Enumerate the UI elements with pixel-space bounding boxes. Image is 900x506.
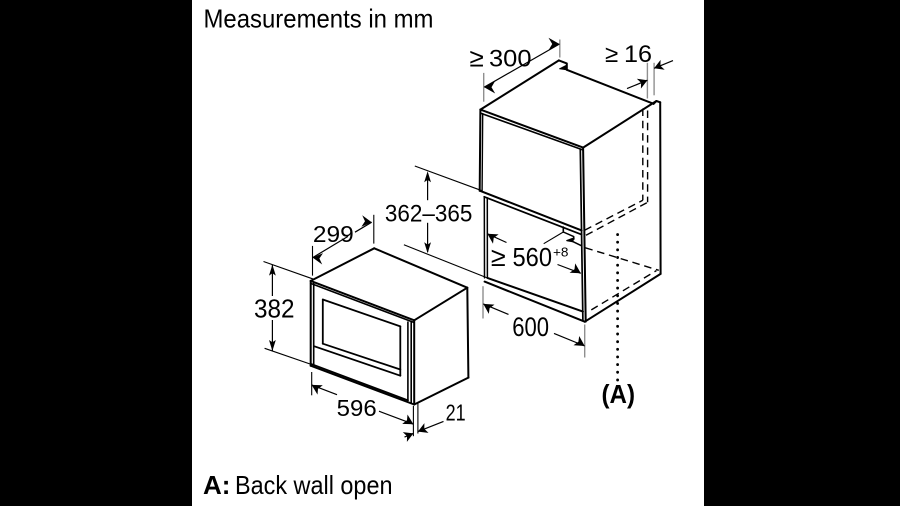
svg-text:600: 600 (512, 312, 549, 342)
svg-text:+8: +8 (553, 245, 569, 260)
svg-text:300: 300 (489, 46, 532, 73)
svg-text:(A): (A) (602, 381, 636, 409)
svg-text:16: 16 (624, 41, 652, 68)
svg-text:≥: ≥ (470, 43, 484, 73)
svg-text:≥: ≥ (491, 242, 506, 272)
svg-text:A:: A: (203, 470, 230, 500)
svg-text:362–365: 362–365 (385, 200, 473, 227)
svg-text:Measurements in mm: Measurements in mm (204, 4, 434, 34)
svg-text:560: 560 (513, 244, 553, 272)
svg-text:382: 382 (254, 293, 295, 323)
svg-text:≥: ≥ (605, 41, 618, 68)
svg-text:299: 299 (313, 221, 354, 247)
svg-text:Back wall open: Back wall open (235, 470, 393, 500)
svg-text:21: 21 (446, 399, 466, 425)
svg-text:596: 596 (337, 395, 377, 421)
